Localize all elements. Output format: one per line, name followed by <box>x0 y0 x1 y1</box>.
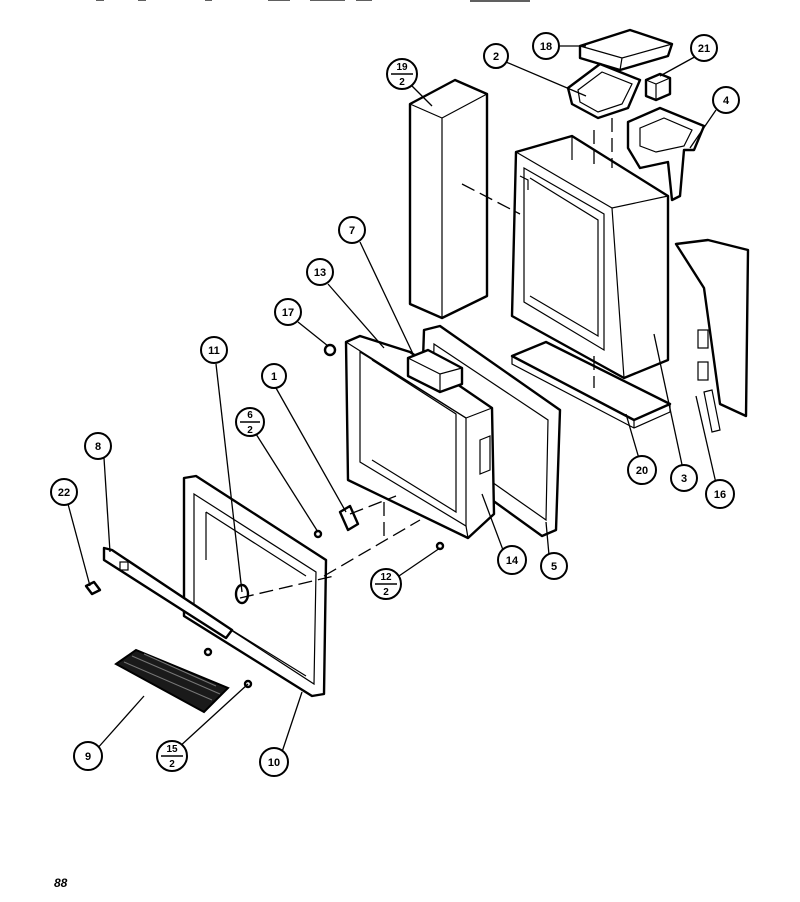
svg-text:3: 3 <box>681 473 687 485</box>
part-20-pan <box>510 340 672 429</box>
svg-text:19: 19 <box>396 62 408 73</box>
svg-text:9: 9 <box>85 751 91 763</box>
svg-text:6: 6 <box>247 410 253 421</box>
callout-11: 11 <box>200 336 228 364</box>
part-11-bulb <box>234 583 250 605</box>
part-4-bracket <box>626 106 706 202</box>
callout-18: 18 <box>532 32 560 60</box>
svg-text:15: 15 <box>166 744 178 755</box>
callout-19-over-2: 19 2 <box>386 58 418 90</box>
callout-20: 20 <box>627 455 657 485</box>
callout-15-over-2: 15 2 <box>156 740 188 772</box>
callout-12-over-2: 12 2 <box>370 568 402 600</box>
part-2-tray <box>566 62 642 120</box>
svg-text:10: 10 <box>268 757 280 769</box>
callout-1: 1 <box>261 363 287 389</box>
callout-5: 5 <box>540 552 568 580</box>
callout-14: 14 <box>497 545 527 575</box>
svg-text:18: 18 <box>540 41 552 53</box>
svg-text:12: 12 <box>380 572 392 583</box>
callout-10: 10 <box>259 747 289 777</box>
part-19-column <box>408 78 489 320</box>
callout-8: 8 <box>84 432 112 460</box>
callout-2: 2 <box>483 43 509 69</box>
svg-text:2: 2 <box>247 425 253 436</box>
svg-text:13: 13 <box>314 267 326 279</box>
svg-text:11: 11 <box>208 345 220 357</box>
svg-text:1: 1 <box>271 371 277 383</box>
page-number: 88 <box>54 876 68 890</box>
svg-text:4: 4 <box>723 95 730 107</box>
svg-text:16: 16 <box>714 489 726 501</box>
part-12-screw <box>435 541 445 551</box>
leader-lines <box>67 45 719 759</box>
part-10-door-frame <box>182 474 328 698</box>
part-17-knob <box>323 343 337 357</box>
svg-text:5: 5 <box>551 561 557 573</box>
svg-text:2: 2 <box>169 759 175 770</box>
svg-text:2: 2 <box>399 77 405 88</box>
callout-21: 21 <box>690 34 718 62</box>
svg-text:8: 8 <box>95 441 101 453</box>
part-22-clip <box>84 580 102 596</box>
callout-9: 9 <box>73 741 103 771</box>
svg-text:20: 20 <box>636 465 648 477</box>
part-9-grille <box>114 648 230 714</box>
svg-text:7: 7 <box>349 225 355 237</box>
part-7-control <box>406 348 464 394</box>
svg-text:14: 14 <box>506 555 519 567</box>
callout-7: 7 <box>338 216 366 244</box>
part-21-block <box>644 72 672 102</box>
callout-4: 4 <box>712 86 740 114</box>
part-3-housing <box>510 134 670 380</box>
top-edge-marks <box>96 0 530 2</box>
assembly-lines <box>239 118 613 599</box>
part-1-hinge <box>338 504 360 532</box>
svg-text:2: 2 <box>493 51 499 63</box>
callout-13: 13 <box>306 258 334 286</box>
callout-6-over-2: 6 2 <box>235 407 265 437</box>
svg-text:22: 22 <box>58 487 70 499</box>
part-18-duct <box>578 28 674 72</box>
svg-text:21: 21 <box>698 43 710 55</box>
svg-text:2: 2 <box>383 587 389 598</box>
callout-3: 3 <box>670 464 698 492</box>
callout-17: 17 <box>274 298 302 326</box>
callout-16: 16 <box>705 479 735 509</box>
svg-text:17: 17 <box>282 307 294 319</box>
callout-22: 22 <box>50 478 78 506</box>
part-16-side-panel <box>674 238 750 433</box>
part-8-trim-strip <box>102 546 234 640</box>
